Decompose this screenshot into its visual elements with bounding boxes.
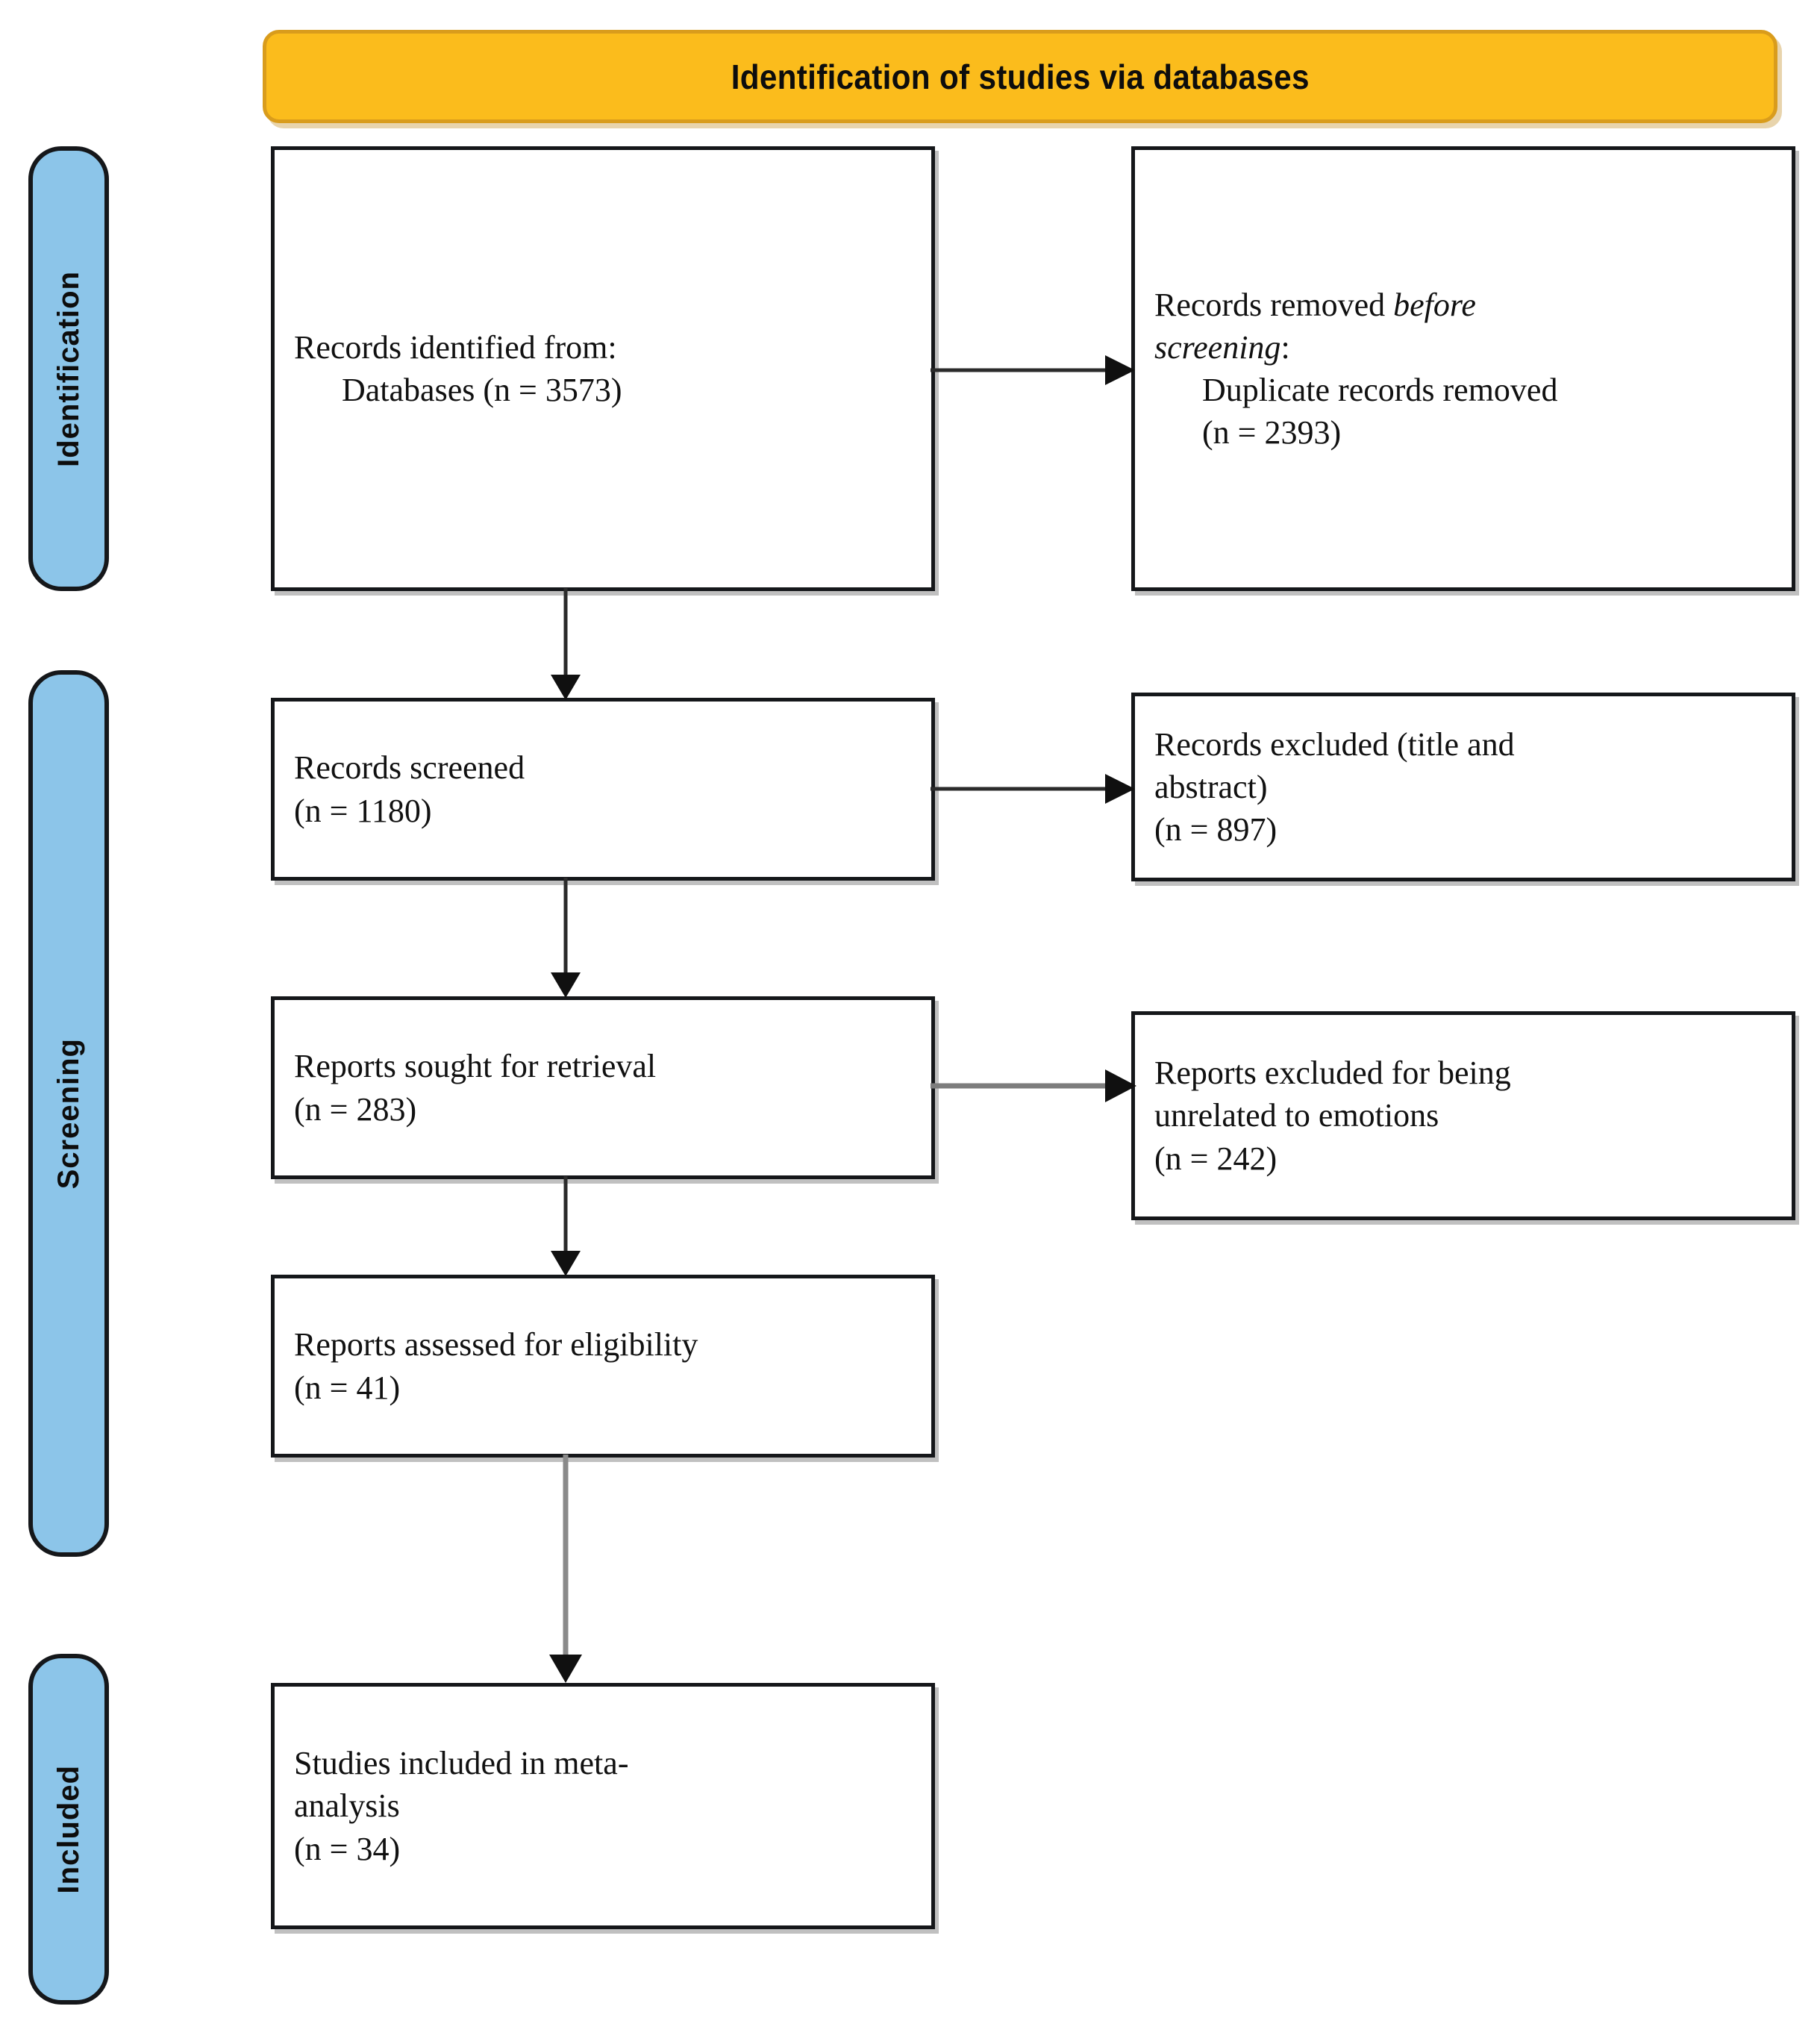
box-records-removed-line2-plain: :	[1280, 328, 1290, 366]
box-records-excluded-line2: abstract)	[1154, 768, 1268, 805]
box-reports-assessed-line2: (n = 41)	[294, 1369, 401, 1406]
box-reports-sought: Reports sought for retrieval (n = 283)	[271, 996, 935, 1179]
box-records-removed-line1-plain: Records removed	[1154, 286, 1394, 323]
box-reports-excluded-line2: unrelated to emotions	[1154, 1097, 1439, 1134]
connector-assessed-to-included	[543, 1455, 588, 1686]
box-reports-sought-line2: (n = 283)	[294, 1090, 417, 1128]
stage-rail-identification: Identification	[28, 146, 109, 591]
box-studies-included-line2: analysis	[294, 1787, 400, 1825]
box-records-identified-line1: Records identified from:	[294, 328, 617, 366]
box-records-removed-line2-italic: screening	[1154, 328, 1281, 366]
box-reports-excluded-line1: Reports excluded for being	[1154, 1055, 1511, 1092]
box-studies-included: Studies included in meta- analysis (n = …	[271, 1683, 935, 1929]
connector-sought-to-excluded	[931, 1063, 1138, 1108]
stage-rail-screening: Screening	[28, 670, 109, 1557]
connector-identified-to-removed	[931, 348, 1138, 393]
box-records-removed-line1-italic: before	[1393, 286, 1476, 323]
box-records-identified: Records identified from: Databases (n = …	[271, 146, 935, 591]
box-records-removed-line1: Records removed before	[1154, 284, 1772, 326]
box-records-excluded-title-abstract: Records excluded (title and abstract) (n…	[1131, 693, 1795, 881]
stage-rail-label-identification: Identification	[51, 270, 85, 467]
box-records-screened: Records screened (n = 1180)	[271, 698, 935, 881]
box-records-excluded-line3: (n = 897)	[1154, 811, 1278, 849]
stage-rail-included: Included	[28, 1654, 109, 2005]
connector-sought-to-assessed	[543, 1176, 588, 1278]
box-studies-included-line1: Studies included in meta-	[294, 1745, 629, 1782]
page-title: Identification of studies via databases	[731, 57, 1310, 96]
connector-identified-to-screened	[543, 588, 588, 702]
box-reports-assessed-line1: Reports assessed for eligibility	[294, 1326, 698, 1363]
box-reports-excluded-unrelated: Reports excluded for being unrelated to …	[1131, 1011, 1795, 1220]
diagram-header-banner: Identification of studies via databases	[263, 30, 1777, 123]
box-records-removed-line4: (n = 2393)	[1202, 414, 1342, 452]
stage-rail-label-included: Included	[51, 1764, 85, 1894]
box-records-removed: Records removed before screening: Duplic…	[1131, 146, 1795, 591]
box-records-identified-line2: Databases (n = 3573)	[342, 372, 622, 408]
stage-rail-label-screening: Screening	[51, 1037, 85, 1190]
box-records-removed-line3: Duplicate records removed	[1202, 372, 1558, 408]
box-records-screened-line1: Records screened	[294, 749, 525, 787]
box-studies-included-line3: (n = 34)	[294, 1830, 401, 1867]
box-records-removed-line2: screening:	[1154, 326, 1772, 369]
box-reports-excluded-line3: (n = 242)	[1154, 1140, 1278, 1177]
box-reports-assessed: Reports assessed for eligibility (n = 41…	[271, 1275, 935, 1458]
connector-screened-to-excluded	[931, 766, 1138, 811]
box-records-screened-line2: (n = 1180)	[294, 792, 432, 829]
connector-screened-to-sought	[543, 878, 588, 999]
box-reports-sought-line1: Reports sought for retrieval	[294, 1048, 657, 1085]
box-records-excluded-line1: Records excluded (title and	[1154, 725, 1515, 763]
